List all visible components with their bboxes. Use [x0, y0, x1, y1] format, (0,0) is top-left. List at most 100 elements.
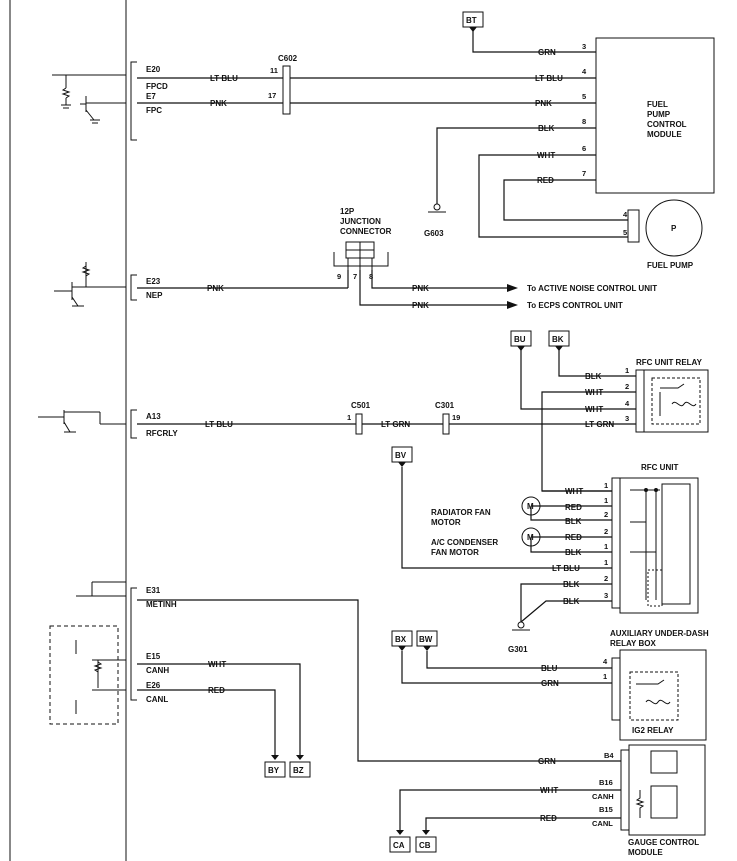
rfc-unit: RFC UNIT 1 1 2 2 1 1 2 3	[604, 463, 699, 614]
pump-pin-4: 4	[623, 210, 628, 219]
terminal-by: BY	[264, 761, 286, 778]
jc-pin-7: 7	[353, 272, 357, 281]
wire-grn-ig2: GRN	[541, 679, 559, 688]
ground-g603: G603	[424, 203, 446, 238]
terminal-ca-label: CA	[393, 841, 405, 850]
ecm-internal-circuits	[38, 74, 126, 725]
pin-fpcd: FPCD	[146, 82, 168, 91]
junction-connector: 12P JUNCTION CONNECTOR 9 7 8	[333, 207, 392, 281]
c501-pin-1: 1	[347, 413, 351, 422]
wire-wht-relay-2: WHT	[585, 405, 603, 414]
terminal-bu-label: BU	[514, 335, 526, 344]
wire-blk-rad: BLK	[565, 517, 582, 526]
terminal-bt: BT	[462, 11, 484, 32]
relay-pin-4: 4	[625, 399, 630, 408]
g301-label: G301	[508, 645, 528, 654]
terminal-bv-label: BV	[395, 451, 407, 460]
pin-canh: CANH	[146, 666, 169, 675]
wire-pnk-e7: PNK	[210, 99, 227, 108]
rfc-pin-2a: 2	[604, 510, 608, 519]
gauge-pin-b4: B4	[604, 751, 614, 760]
wire-grn-gauge: GRN	[538, 757, 556, 766]
fpcm-pin-numbers: 3 4 5 8 6 7	[582, 42, 587, 178]
terminal-bw-label: BW	[419, 635, 433, 644]
jc-label-1: 12P	[340, 207, 355, 216]
fpcm-label-4: MODULE	[647, 130, 682, 139]
pin-rfcrly: RFCRLY	[146, 429, 178, 438]
radiator-fan-motor: M RADIATOR FAN MOTOR	[431, 496, 541, 527]
pin-e26: E26	[146, 681, 161, 690]
ig2-pin-1: 1	[603, 672, 607, 681]
pin-a13: A13	[146, 412, 161, 421]
terminal-bv: BV	[391, 446, 413, 467]
gauge-pin-canl: CANL	[592, 819, 613, 828]
g603-label: G603	[424, 229, 444, 238]
rfc-pin-2b: 2	[604, 527, 608, 536]
fuel-pump: P 4 5 FUEL PUMP	[623, 199, 703, 270]
terminal-bu: BU	[510, 330, 532, 351]
ground-g301: G301	[508, 621, 530, 654]
wire-red-pump: RED	[537, 176, 554, 185]
wire-red-gauge: RED	[540, 814, 557, 823]
can-wires: WHT RED	[137, 660, 304, 760]
rfc-pin-1a: 1	[604, 481, 608, 490]
rfc-pin-3: 3	[604, 591, 608, 600]
terminal-bz: BZ	[289, 761, 311, 778]
jc-pin-8: 8	[369, 272, 373, 281]
gauge-label-1: GAUGE CONTROL	[628, 838, 699, 847]
rfc-unit-relay: RFC UNIT RELAY 1 2 4 3	[625, 358, 709, 433]
gauge-pin-b16: B16	[599, 778, 613, 787]
pin-e15: E15	[146, 652, 161, 661]
rfc-pin-2c: 2	[604, 574, 608, 583]
rfc-unit-label: RFC UNIT	[641, 463, 678, 472]
terminal-ca: CA	[389, 836, 411, 853]
pin-nep: NEP	[146, 291, 163, 300]
radiator-motor-m: M	[527, 502, 534, 511]
wire-blk-relay: BLK	[585, 372, 602, 381]
wire-pnk-fpcm: PNK	[535, 99, 552, 108]
fpcm-pin-7: 7	[582, 169, 586, 178]
fpcm-pin-4: 4	[582, 67, 587, 76]
terminal-bt-label: BT	[466, 16, 477, 25]
terminal-bz-label: BZ	[293, 766, 304, 775]
terminal-bk-label: BK	[552, 335, 564, 344]
rfc-relay-wire-labels: LT BLU LT GRN LT GRN BLK WHT WHT	[205, 372, 614, 429]
aux-relay-label-1: AUXILIARY UNDER-DASH	[610, 629, 709, 638]
wire-ltblu-rfc-unit: LT BLU	[552, 564, 580, 573]
terminal-bw: BW	[416, 630, 438, 651]
wire-pnk-ecps: PNK	[412, 301, 429, 310]
gauge-wires: WHT RED	[396, 786, 621, 835]
ac-fan-label-1: A/C CONDENSER	[431, 538, 498, 547]
radiator-fan-label-1: RADIATOR FAN	[431, 508, 491, 517]
rfc-pin-1b: 1	[604, 496, 608, 505]
c501-label: C501	[351, 401, 371, 410]
pin-e31: E31	[146, 586, 161, 595]
fuel-pump-label: FUEL PUMP	[647, 261, 694, 270]
to-active-noise-control: To ACTIVE NOISE CONTROL UNIT	[527, 284, 657, 293]
c501-connector: C501 1	[347, 401, 371, 435]
terminal-bx: BX	[391, 630, 413, 651]
terminal-by-label: BY	[268, 766, 280, 775]
wire-ltgrn-relay: LT GRN	[585, 420, 614, 429]
wire-pnk-anc: PNK	[412, 284, 429, 293]
c301-connector: C301 19	[435, 401, 460, 435]
rfc-pin-1c: 1	[604, 542, 608, 551]
gauge-pin-b15: B15	[599, 805, 613, 814]
jc-label-2: JUNCTION	[340, 217, 381, 226]
aux-relay-box: AUXILIARY UNDER-DASH RELAY BOX 4 1 IG2 R…	[603, 629, 709, 741]
c602-connector: C602 11 17	[268, 54, 298, 115]
pump-pin-5: 5	[623, 228, 627, 237]
ig2-relay-wires: BLU GRN	[401, 651, 612, 688]
aux-relay-label-2: RELAY BOX	[610, 639, 656, 648]
fpcm-label-3: CONTROL	[647, 120, 687, 129]
ac-condenser-fan-motor: M A/C CONDENSER FAN MOTOR	[431, 527, 541, 557]
rfc-unit-wire-labels: WHT RED BLK RED BLK LT BLU BLK BLK	[552, 487, 583, 606]
pin-metinh: METINH	[146, 600, 177, 609]
fpcm-pin-5: 5	[582, 92, 586, 101]
fuel-pump-p: P	[671, 224, 677, 233]
fuel-pump-wires	[137, 31, 628, 238]
pin-e23: E23	[146, 277, 161, 286]
ac-motor-m: M	[527, 533, 534, 542]
